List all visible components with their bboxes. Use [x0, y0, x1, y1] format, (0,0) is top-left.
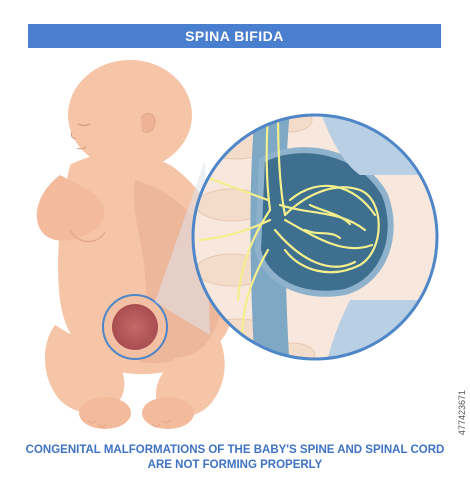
- title: SPINA BIFIDA: [185, 28, 284, 44]
- baby-ear: [140, 112, 156, 133]
- watermark-id: 477423671: [457, 390, 467, 436]
- baby-arm: [36, 175, 105, 241]
- baby-nose: [70, 131, 77, 140]
- baby-right-foot: [142, 397, 194, 429]
- magnified-view: [191, 113, 439, 361]
- lesion-marker: [102, 294, 168, 360]
- title-bar: SPINA BIFIDA: [28, 24, 441, 48]
- baby-eye: [77, 123, 91, 127]
- baby-head: [68, 60, 192, 170]
- baby-hand: [69, 229, 106, 243]
- lesion: [112, 304, 158, 350]
- caption-line-1: CONGENITAL MALFORMATIONS OF THE BABY'S S…: [25, 444, 445, 456]
- nerve-roots: [198, 115, 380, 359]
- caption-line-2: ARE NOT FORMING PROPERLY: [147, 459, 323, 471]
- baby-left-leg: [44, 325, 125, 414]
- magnifier-ring: [191, 113, 439, 361]
- baby-mouth: [76, 146, 87, 150]
- caption: CONGENITAL MALFORMATIONS OF THE BABY'S S…: [0, 443, 470, 473]
- baby-left-foot: [79, 397, 131, 429]
